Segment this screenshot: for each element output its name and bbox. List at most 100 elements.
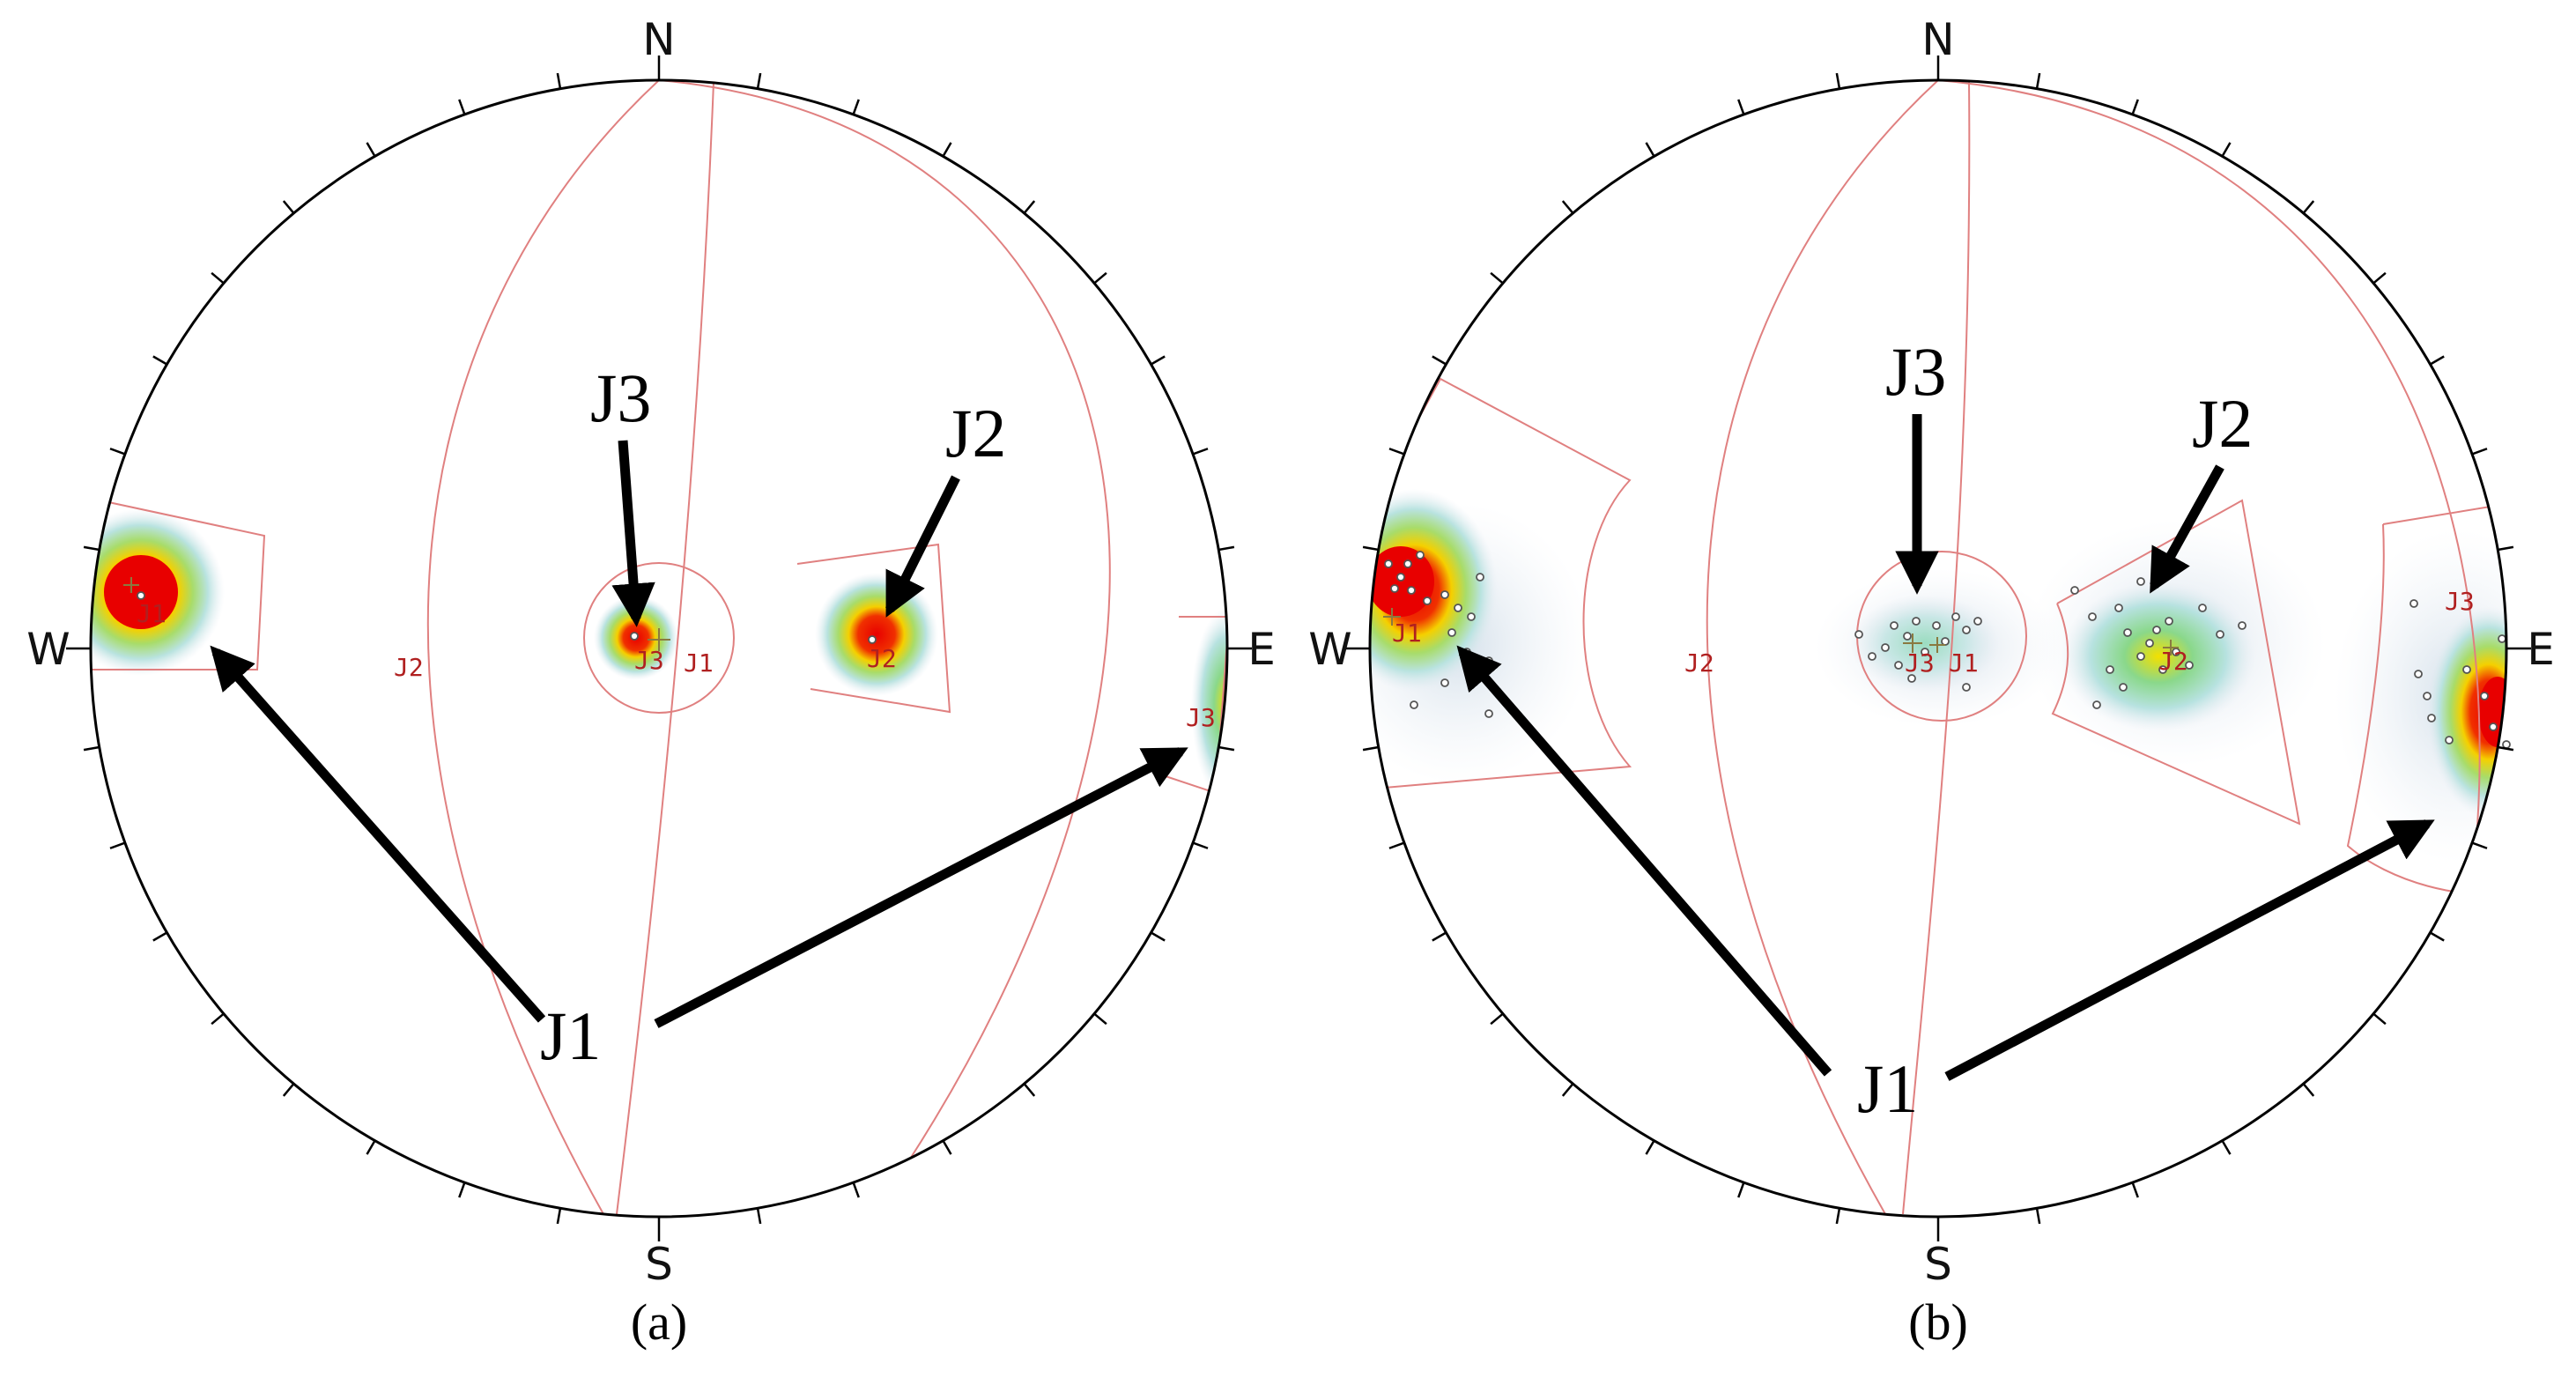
degree-ticks-a: [66, 56, 1252, 1241]
compass-east-a: E: [1247, 624, 1276, 675]
density-contours-b: [1370, 489, 2506, 863]
callout-j1-a: J1: [540, 997, 601, 1074]
degree-tick: [2131, 99, 2139, 115]
degree-tick: [83, 745, 100, 752]
set-label-j1-west-a: J1: [137, 599, 167, 628]
degree-tick: [1192, 448, 1209, 456]
callout-j2-a: J2: [945, 395, 1006, 471]
window-j2-a: [796, 543, 951, 714]
set-label-j1-west-b: J1: [1392, 619, 1422, 648]
degree-tick: [2302, 200, 2315, 214]
degree-tick: [1835, 1207, 1841, 1225]
degree-tick: [1023, 200, 1036, 214]
degree-tick: [2471, 841, 2488, 849]
density-west-core-b: [1370, 546, 1434, 617]
set-label-j3-center-b: J3: [1905, 648, 1935, 678]
degree-tick: [1490, 271, 1504, 285]
degree-tick: [942, 1139, 952, 1155]
degree-tick: [556, 1207, 562, 1225]
set-label-j3-east-b: J3: [2445, 587, 2475, 616]
degree-tick: [2302, 1083, 2315, 1097]
degree-tick: [2429, 931, 2445, 942]
degree-tick: [756, 72, 762, 90]
degree-tick: [1645, 142, 1655, 158]
set-label-j2-a: J2: [867, 644, 897, 673]
mean-markers-b: [1383, 608, 2179, 656]
degree-tick: [2035, 72, 2041, 90]
degree-tick: [83, 545, 100, 552]
set-label-j1-center-b: J1: [1949, 648, 1979, 678]
degree-tick: [109, 448, 126, 456]
poles-a: [137, 591, 877, 644]
degree-tick: [1645, 1139, 1655, 1155]
great-circle-j2-a: [426, 80, 660, 1215]
great-circle-j2-b: [1706, 80, 1939, 1215]
degree-tick: [1362, 745, 1380, 752]
degree-tick: [1561, 1083, 1574, 1097]
compass-north-a: N: [642, 14, 675, 65]
callout-j3-a: J3: [590, 359, 651, 436]
window-j1w-a: [91, 497, 266, 670]
window-j2-b: [2051, 499, 2301, 826]
callout-arrows-b: [1456, 414, 2435, 1081]
degree-tick: [2221, 142, 2232, 158]
callout-j2-b: J2: [2192, 385, 2253, 462]
window-j3-a: [583, 562, 735, 714]
degree-tick: [2429, 355, 2445, 366]
set-label-j2-circle-b: J2: [1684, 648, 1714, 678]
set-label-j1-center-a: J1: [684, 648, 714, 678]
stereonet-a: J1 J2 J3 J1 J2 J3 N S E W J3 J2 J1 (a): [26, 14, 1276, 1351]
degree-ticks-b: [1345, 56, 2531, 1241]
compass-east-b: E: [2527, 624, 2555, 675]
set-label-j3-center-a: J3: [634, 646, 664, 675]
degree-tick: [942, 142, 952, 158]
callout-j1-b: J1: [1857, 1050, 1918, 1127]
mean-markers-a: [123, 577, 670, 651]
density-east-edge-core-b: [2478, 677, 2506, 747]
degree-tick: [152, 931, 168, 942]
degree-tick: [2131, 1182, 2139, 1198]
degree-tick: [1561, 200, 1574, 214]
window-j1w-b: [1373, 377, 1632, 789]
degree-tick: [1737, 99, 1745, 115]
great-circle-j1-a: [616, 81, 714, 1215]
degree-tick: [1737, 1182, 1745, 1198]
callout-arrows-a: [210, 440, 1188, 1028]
degree-tick: [1432, 355, 1447, 366]
degree-tick: [756, 1207, 762, 1225]
degree-tick: [1093, 1012, 1107, 1026]
great-circles-a: [91, 80, 1227, 1215]
degree-tick: [1388, 448, 1405, 456]
degree-tick: [556, 72, 562, 90]
density-center-b: [1850, 595, 2000, 692]
degree-tick: [211, 1012, 225, 1026]
density-east-inner-b: [2062, 582, 2255, 731]
set-label-j3-east-a: J3: [1186, 703, 1216, 732]
degree-tick: [1218, 745, 1235, 752]
compass-south-b: S: [1924, 1239, 1952, 1290]
caption-a: (a): [631, 1293, 687, 1351]
great-circle-j1-b: [1902, 81, 1971, 1215]
compass-north-b: N: [1921, 14, 1954, 65]
compass-west-a: W: [26, 624, 70, 675]
arrow-j2-b: [2150, 464, 2224, 594]
degree-tick: [366, 1139, 376, 1155]
arrow-j1-west-a: [210, 645, 546, 1023]
degree-tick: [1432, 931, 1447, 942]
compass-south-a: S: [645, 1239, 673, 1290]
degree-tick: [2372, 1012, 2387, 1026]
degree-tick: [1023, 1083, 1036, 1097]
degree-tick: [1218, 545, 1235, 552]
set-label-j2-b: J2: [2158, 647, 2188, 676]
set-label-j2-circle-a: J2: [394, 653, 424, 682]
degree-tick: [1192, 841, 1209, 849]
arrow-j1-west-b: [1456, 645, 1832, 1077]
arrow-j1-east-b: [1944, 819, 2435, 1081]
degree-tick: [366, 142, 376, 158]
degree-tick: [282, 1083, 295, 1097]
degree-tick: [211, 271, 225, 285]
density-east-inner-a: [815, 573, 938, 696]
degree-tick: [152, 355, 168, 366]
degree-tick: [1150, 931, 1166, 942]
